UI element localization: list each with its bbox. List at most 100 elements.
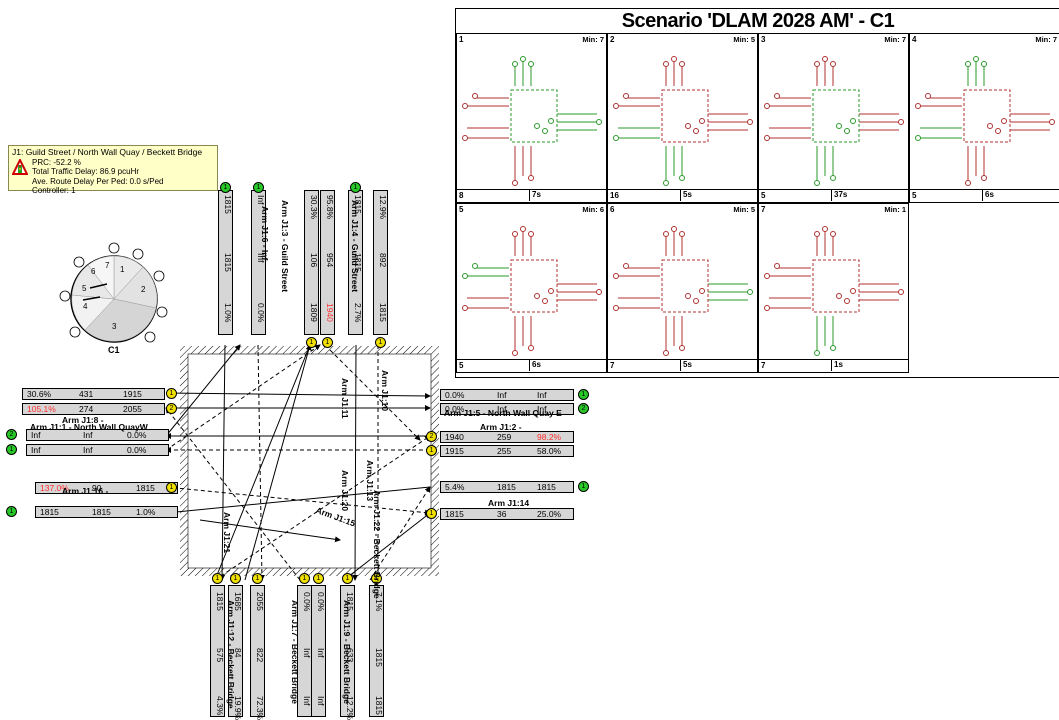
arm-label-vertical: Arm J1:11 [340, 378, 350, 419]
south-lane-3[interactable]: 2055 822 72.3% [250, 585, 265, 720]
lane-value-a: 30.6% [27, 389, 52, 399]
lane-value-b: 259 [497, 432, 512, 442]
south-lane-marker[interactable]: 1 [230, 573, 241, 584]
traffic-flow-line [165, 344, 321, 451]
stage-2[interactable]: 2 Min: 5 16 5s [607, 33, 758, 203]
arm-label: Arm J1:1 - North Wall QuayW [30, 422, 148, 432]
phase-wheel[interactable]: 1 2 3 4 5 6 7 C1 [55, 240, 175, 355]
lane-value-b: 1815 [374, 648, 384, 667]
stage-diagram [462, 226, 602, 356]
junction-info-box[interactable]: J1: Guild Street / North Wall Quay / Bec… [8, 145, 218, 195]
stage-duration: 5s [680, 360, 692, 371]
north-lane-6[interactable]: 12.9% 892 1815 [373, 190, 388, 335]
lane-value-b: 892 [378, 253, 388, 268]
north-lane-marker[interactable]: 1 [375, 337, 386, 348]
lane-value-a: Inf [256, 195, 266, 205]
arm-label-vertical: Arm J1:21 [222, 512, 232, 554]
north-lane-4[interactable]: 95.8% 954 1940 [320, 190, 335, 335]
stage-6[interactable]: 6 Min: 5 7 5s [607, 203, 758, 373]
east-lane-3[interactable]: 1940 259 98.2% [440, 431, 574, 443]
lane-value-b: 90 [92, 483, 102, 493]
north-lane-1[interactable]: 1815 1815 1.0% [218, 190, 233, 335]
south-lane-1[interactable]: 1815 575 4.3% [210, 585, 225, 717]
west-lane-marker[interactable]: 1 [6, 506, 17, 517]
stage-number: 2 [610, 35, 615, 44]
west-lane-1[interactable]: 30.6% 431 1915 [22, 388, 165, 400]
east-lane-marker[interactable]: 2 [426, 431, 437, 442]
east-lane-1[interactable]: 0.0% Inf Inf [440, 389, 574, 401]
north-lane-3[interactable]: 30.3% 106 1809 [304, 190, 319, 335]
south-lane-marker[interactable]: 1 [299, 573, 310, 584]
arm-label-vertical: Arm J1:22 - Beckett Bridge [372, 490, 382, 599]
stage-min: Min: 5 [733, 205, 755, 214]
east-lane-5[interactable]: 5.4% 1815 1815 [440, 481, 574, 493]
stage-number: 3 [761, 35, 766, 44]
stage-min: Min: 7 [884, 35, 906, 44]
stage-1[interactable]: 1 Min: 7 8 7s [456, 33, 607, 203]
north-lane-marker[interactable]: 1 [306, 337, 317, 348]
stage-sequence-panel[interactable]: Scenario 'DLAM 2028 AM' - C1 1 Min: 7 8 … [455, 8, 1059, 378]
south-lane-marker[interactable]: 1 [342, 573, 353, 584]
stage-number: 5 [459, 205, 464, 214]
south-lane-marker[interactable]: 1 [252, 573, 263, 584]
lane-value-b: 36 [497, 509, 507, 519]
north-lane-marker[interactable]: 1 [350, 182, 361, 193]
arm-label: Arm J1:16 - [62, 486, 109, 496]
east-lane-marker[interactable]: 1 [426, 445, 437, 456]
traffic-flow-line [244, 344, 312, 581]
wheel-phase-3: 3 [112, 322, 117, 331]
east-lane-2[interactable]: 0.0% Inf Inf [440, 403, 574, 415]
east-lane-4[interactable]: 1915 255 58.0% [440, 445, 574, 457]
west-lane-marker[interactable]: 2 [166, 403, 177, 414]
lane-value-a: 2055 [255, 592, 265, 611]
west-lane-6[interactable]: 1815 1815 1.0% [35, 506, 178, 518]
stage-3[interactable]: 3 Min: 7 5 37s [758, 33, 909, 203]
arm-label: Arm J1:2 - [480, 422, 522, 432]
arm-label-vertical: Arm J1:7 - Beckett Bridge [290, 600, 300, 704]
arm-label-vertical: Arm J1:4 - Guild Street [350, 200, 360, 293]
south-lane-marker[interactable]: 1 [371, 573, 382, 584]
stage-intergreen: 7 [761, 361, 766, 370]
traffic-flow-line [214, 344, 311, 581]
north-lane-marker[interactable]: 1 [253, 182, 264, 193]
stage-intergreen: 5 [912, 191, 917, 200]
stage-5[interactable]: 5 Min: 6 5 6s [456, 203, 607, 373]
traffic-flow-line [165, 344, 241, 437]
east-lane-marker[interactable]: 2 [578, 403, 589, 414]
lane-value-b: Inf [83, 430, 93, 440]
stage-number: 6 [610, 205, 615, 214]
west-lane-4[interactable]: Inf Inf 0.0% [26, 444, 169, 456]
stage-footer: 7 5s [608, 359, 757, 372]
stage-diagram [764, 56, 904, 186]
stage-footer: 5 6s [910, 189, 1059, 202]
west-lane-marker[interactable]: 1 [6, 444, 17, 455]
south-lane-marker[interactable]: 1 [313, 573, 324, 584]
info-controller: Controller: 1 [32, 186, 76, 195]
north-lane-marker[interactable]: 1 [322, 337, 333, 348]
south-lane-marker[interactable]: 1 [212, 573, 223, 584]
west-lane-marker[interactable]: 1 [166, 482, 177, 493]
west-lane-5[interactable]: 137.0% 90 1815 [35, 482, 178, 494]
east-lane-marker[interactable]: 1 [578, 481, 589, 492]
east-lane-marker[interactable]: 1 [578, 389, 589, 400]
west-lane-marker[interactable]: 1 [166, 388, 177, 399]
arm-label-vertical: Arm J1:9 - Beckett Bridge [342, 600, 352, 704]
south-lane-7[interactable]: 7.1% 1815 1815 [369, 585, 384, 717]
north-lane-marker[interactable]: 1 [220, 182, 231, 193]
stage-7[interactable]: 7 Min: 1 7 1s [758, 203, 909, 373]
arm-label-vertical: Arm J1:6 - Inf [260, 206, 270, 261]
south-lane-5[interactable]: 0.0% Inf Inf [311, 585, 326, 717]
stage-min: Min: 6 [582, 205, 604, 214]
west-lane-2[interactable]: 105.1% 274 2055 [22, 403, 165, 415]
east-lane-6[interactable]: 1815 36 25.0% [440, 508, 574, 520]
lane-value-a: 137.0% [40, 483, 69, 493]
stage-4[interactable]: 4 Min: 7 5 6s [909, 33, 1059, 203]
west-lane-marker[interactable]: 2 [6, 429, 17, 440]
junction-title: J1: Guild Street / North Wall Quay / Bec… [12, 147, 203, 157]
east-lane-marker[interactable]: 1 [426, 508, 437, 519]
stage-diagram [613, 56, 753, 186]
arm-label: Arm J1:5 - North Wall Quay E [444, 408, 562, 418]
arm-label-vertical: Arm J1:20 [340, 470, 350, 512]
warning-icon [12, 159, 28, 175]
west-lane-3[interactable]: Inf Inf 0.0% [26, 429, 169, 441]
